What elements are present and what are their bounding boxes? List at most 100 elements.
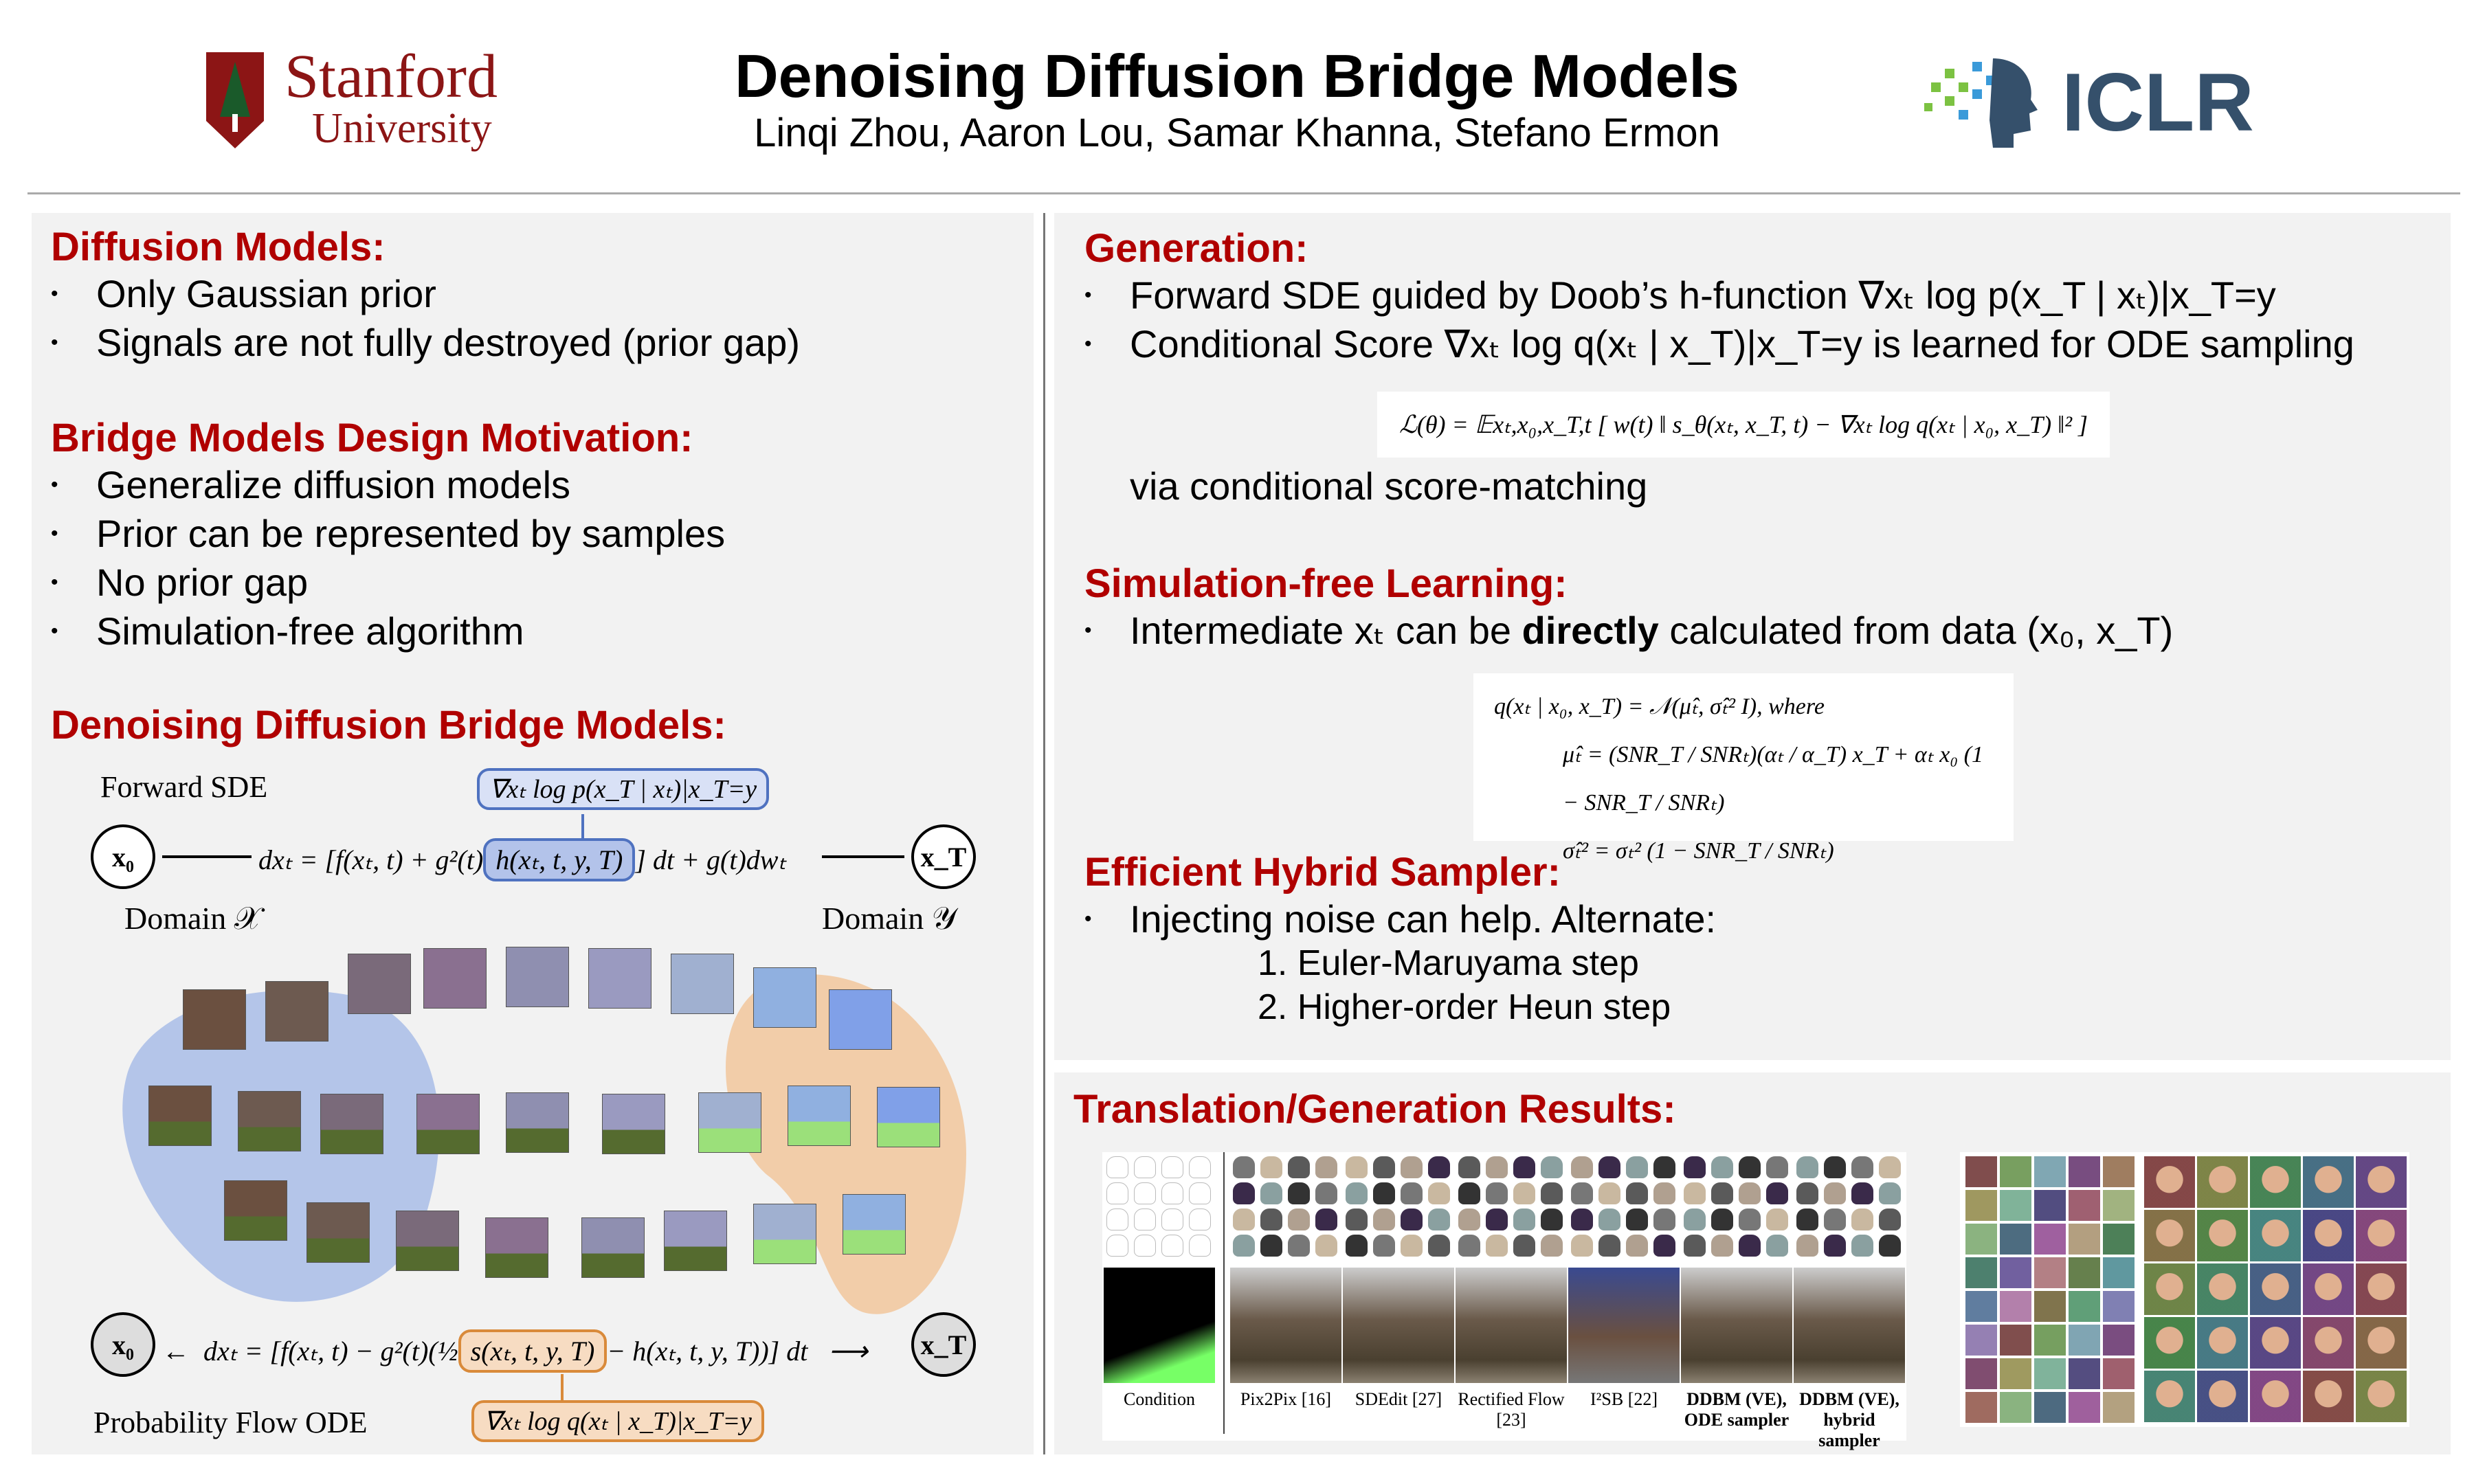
bag-thumbnail bbox=[1288, 1182, 1310, 1204]
face-sample bbox=[2303, 1317, 2354, 1369]
street-image bbox=[1568, 1268, 1680, 1383]
bag-thumbnail bbox=[1458, 1235, 1480, 1257]
method-label: I²SB [22] bbox=[1590, 1389, 1658, 1409]
street-image bbox=[1343, 1268, 1454, 1383]
bag-thumbnail bbox=[1739, 1156, 1761, 1178]
bag-thumbnail bbox=[1346, 1235, 1368, 1257]
bag-thumbnail bbox=[1684, 1208, 1706, 1230]
cifar-sample bbox=[2103, 1325, 2135, 1356]
street-image bbox=[1681, 1268, 1792, 1383]
bag-thumbnail bbox=[1766, 1208, 1788, 1230]
ddbm-heading: Denoising Diffusion Bridge Models: bbox=[51, 703, 726, 747]
face-sample bbox=[2303, 1371, 2354, 1422]
bag-thumbnail bbox=[1373, 1182, 1395, 1204]
bridge-motivation-heading: Bridge Models Design Motivation: bbox=[51, 416, 693, 460]
thumbnail bbox=[843, 1194, 906, 1255]
bag-thumbnail bbox=[1401, 1235, 1423, 1257]
diffusion-models-heading: Diffusion Models: bbox=[51, 225, 386, 269]
thumbnail bbox=[238, 1091, 301, 1151]
bag-thumbnail bbox=[1541, 1182, 1563, 1204]
face-sample bbox=[2197, 1317, 2248, 1369]
thumbnail bbox=[307, 1202, 370, 1263]
conditional-score-box: ∇xₜ log q(xₜ | x_T)|x_T=y bbox=[471, 1400, 764, 1442]
via-score-matching-text: via conditional score-matching bbox=[1130, 464, 1648, 508]
bag-thumbnail bbox=[1571, 1208, 1593, 1230]
cifar-sample bbox=[2000, 1257, 2031, 1288]
thumbnail bbox=[416, 1094, 480, 1154]
x0-node: x₀ bbox=[91, 824, 155, 889]
cifar-sample bbox=[2000, 1190, 2031, 1221]
bag-thumbnail bbox=[1626, 1235, 1648, 1257]
bag-thumbnail bbox=[1106, 1208, 1128, 1230]
thumbnail bbox=[602, 1094, 665, 1154]
cifar-sample bbox=[2000, 1392, 2031, 1423]
bag-thumbnail bbox=[1766, 1235, 1788, 1257]
face-sample bbox=[2356, 1263, 2407, 1315]
method-label: Rectified Flow [23] bbox=[1458, 1389, 1565, 1430]
bag-thumbnail bbox=[1796, 1208, 1818, 1230]
bag-thumbnail bbox=[1711, 1235, 1733, 1257]
bag-thumbnail bbox=[1134, 1208, 1156, 1230]
bag-thumbnail bbox=[1373, 1208, 1395, 1230]
cifar-sample bbox=[1965, 1392, 1997, 1423]
bag-thumbnail bbox=[1428, 1208, 1450, 1230]
bag-thumbnail bbox=[1315, 1235, 1337, 1257]
bag-thumbnail bbox=[1513, 1182, 1535, 1204]
up-arrow bbox=[581, 814, 584, 848]
bag-thumbnail bbox=[1879, 1156, 1901, 1178]
bag-thumbnail bbox=[1851, 1182, 1873, 1204]
bag-thumbnail bbox=[1486, 1235, 1508, 1257]
bag-thumbnail bbox=[1106, 1182, 1128, 1204]
bag-thumbnail bbox=[1346, 1182, 1368, 1204]
forward-sde-label: Forward SDE bbox=[100, 770, 268, 804]
cifar-sample bbox=[2069, 1358, 2100, 1389]
bullet-text: Prior can be represented by samples bbox=[96, 512, 726, 555]
cifar-sample bbox=[2034, 1358, 2066, 1389]
bag-thumbnail bbox=[1106, 1156, 1128, 1178]
bag-thumbnail bbox=[1571, 1156, 1593, 1178]
face-sample bbox=[2250, 1263, 2301, 1315]
thumbnail bbox=[423, 948, 487, 1009]
bag-thumbnail bbox=[1346, 1208, 1368, 1230]
face-sample bbox=[2144, 1371, 2195, 1422]
thumbnail bbox=[788, 1086, 851, 1146]
bag-thumbnail bbox=[1626, 1182, 1648, 1204]
face-sample bbox=[2197, 1156, 2248, 1208]
thumbnail bbox=[698, 1092, 761, 1153]
cifar-sample bbox=[2034, 1257, 2066, 1288]
connector-line bbox=[162, 855, 252, 858]
cifar-sample bbox=[2034, 1291, 2066, 1322]
method-label: DDBM (VE), hybrid sampler bbox=[1799, 1389, 1899, 1450]
bag-thumbnail bbox=[1233, 1182, 1255, 1204]
cifar-sample bbox=[2000, 1224, 2031, 1255]
bag-thumbnail bbox=[1851, 1235, 1873, 1257]
cifar-sample bbox=[2069, 1156, 2100, 1187]
column-divider bbox=[1043, 213, 1045, 1454]
bullet-text: Only Gaussian prior bbox=[96, 272, 436, 315]
bag-thumbnail bbox=[1288, 1235, 1310, 1257]
bullet-text: Signals are not fully destroyed (prior g… bbox=[96, 321, 801, 364]
step-item: 1. Euler-Maruyama step bbox=[1258, 943, 1639, 983]
bag-thumbnail bbox=[1711, 1156, 1733, 1178]
bag-thumbnail bbox=[1571, 1182, 1593, 1204]
bag-thumbnail bbox=[1373, 1235, 1395, 1257]
bullet-item: •Only Gaussian prior bbox=[51, 272, 436, 315]
domain-x-label: Domain 𝒳 bbox=[124, 901, 262, 936]
eq-part: dxₜ = [f(xₜ, t) + g²(t) bbox=[258, 844, 484, 875]
cifar-sample bbox=[2103, 1257, 2135, 1288]
probability-flow-ode-label: Probability Flow ODE bbox=[93, 1406, 368, 1439]
bullet-item: •Simulation-free algorithm bbox=[51, 609, 524, 653]
bag-thumbnail bbox=[1513, 1235, 1535, 1257]
cifar-sample bbox=[2103, 1291, 2135, 1322]
bag-thumbnail bbox=[1684, 1156, 1706, 1178]
sigma-equation: σ̂ₜ² = σₜ² (1 − SNR_T / SNRₜ) bbox=[1563, 838, 1834, 864]
cifar-sample bbox=[2069, 1257, 2100, 1288]
bag-thumbnail bbox=[1458, 1182, 1480, 1204]
bag-thumbnail bbox=[1796, 1156, 1818, 1178]
face-sample bbox=[2303, 1263, 2354, 1315]
bag-thumbnail bbox=[1684, 1182, 1706, 1204]
bag-thumbnail bbox=[1428, 1182, 1450, 1204]
face-sample bbox=[2197, 1263, 2248, 1315]
bag-thumbnail bbox=[1315, 1182, 1337, 1204]
